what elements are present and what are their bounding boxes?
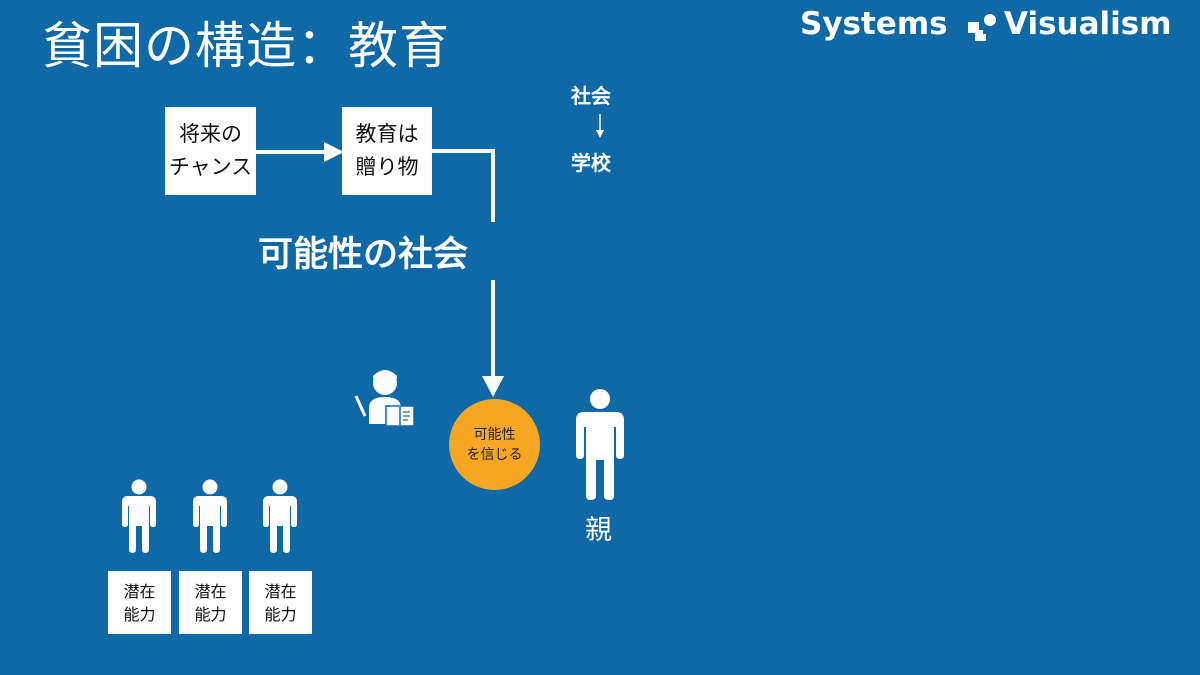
child-icon [263, 479, 297, 553]
school-label: 学校 [571, 151, 611, 175]
chance-to-gift-arrowhead [324, 142, 344, 162]
potential-ability-box: 潜在 能力 [179, 571, 242, 634]
future-chance-line2: チャンス [168, 155, 253, 179]
society-to-belief-arrowhead [482, 376, 504, 397]
society-of-possibility-label: 可能性の社会 [258, 235, 469, 275]
parent-label: 親 [585, 515, 612, 546]
child-icon [193, 479, 227, 553]
parent-person-icon [576, 389, 624, 500]
belief-line2: を信じる [466, 446, 523, 463]
logo-word-visualism: Visualism [1004, 6, 1172, 42]
teacher-icon [354, 370, 415, 427]
potential-line1: 潜在 [123, 581, 156, 601]
potential-line2: 能力 [123, 604, 156, 624]
potential-line2: 能力 [264, 604, 297, 624]
brand-logo: Systems Visualism [800, 6, 1192, 48]
systems-visualism-logo-icon [968, 14, 996, 41]
hierarchy-arrowhead [596, 130, 604, 138]
education-gift-line1: 教育は [355, 122, 419, 146]
potential-ability-box: 潜在 能力 [108, 571, 171, 634]
education-gift-box: 教育は 贈り物 [342, 107, 432, 195]
logo-word-systems: Systems [800, 6, 948, 42]
slide-title: 貧困の構造：教育 [42, 17, 450, 75]
potential-line1: 潜在 [194, 581, 227, 601]
education-gift-line2: 贈り物 [355, 155, 419, 179]
potential-line2: 能力 [194, 604, 227, 624]
future-chance-line1: 将来の [179, 122, 242, 146]
potential-ability-box: 潜在 能力 [249, 571, 312, 634]
believe-in-possibility-circle: 可能性 を信じる [449, 399, 540, 490]
society-label: 社会 [571, 84, 611, 108]
child-icon [122, 479, 156, 553]
potential-line1: 潜在 [264, 581, 297, 601]
belief-line1: 可能性 [473, 426, 516, 443]
gift-to-society-connector [432, 149, 495, 222]
future-chance-box: 将来の チャンス [165, 107, 256, 195]
